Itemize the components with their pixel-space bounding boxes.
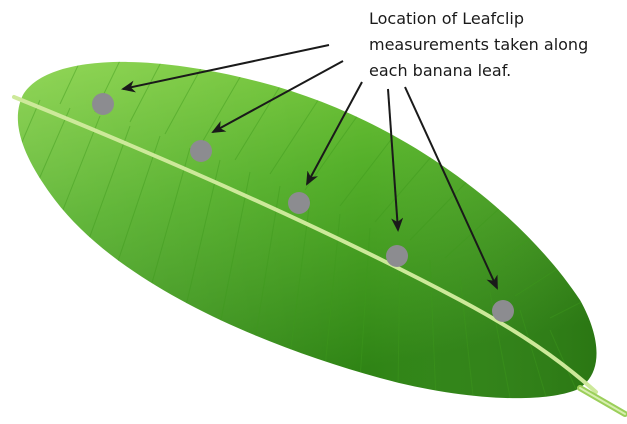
annotation-line-1: Location of Leafclip (369, 6, 619, 32)
annotation-line-2: measurements taken along (369, 32, 619, 58)
annotation-line-3: each banana leaf. (369, 58, 619, 84)
measurement-point-3 (288, 192, 310, 214)
measurement-point-2 (190, 140, 212, 162)
annotation-text: Location of Leafclip measurements taken … (369, 6, 619, 84)
measurement-point-1 (92, 93, 114, 115)
measurement-point-4 (386, 245, 408, 267)
measurement-point-5 (492, 300, 514, 322)
